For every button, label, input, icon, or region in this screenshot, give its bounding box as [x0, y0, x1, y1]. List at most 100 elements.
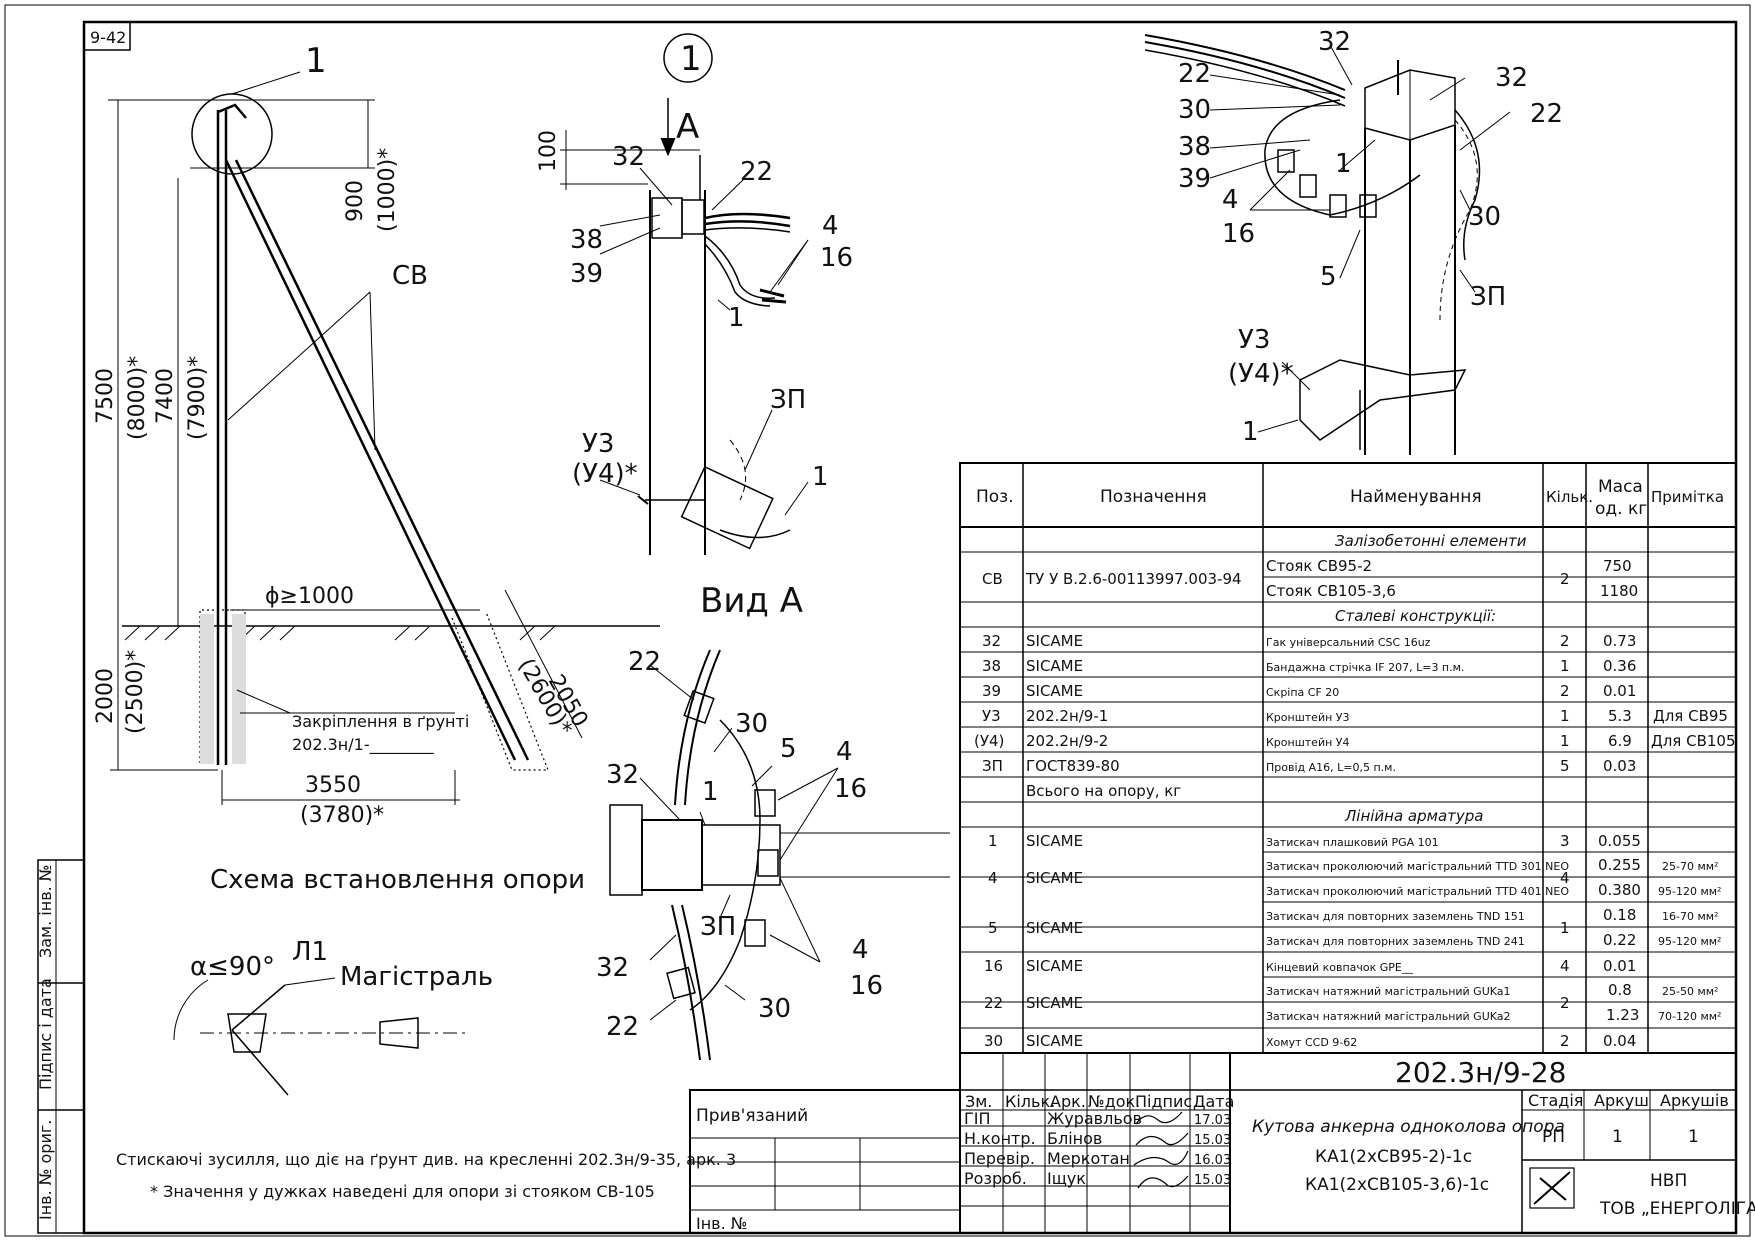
th-qty: Кільк.	[1546, 488, 1593, 506]
r3p-designation: ГОСТ839-80	[1026, 757, 1120, 775]
r5-mass-1: 0.18	[1603, 906, 1636, 924]
d1-dim-100: 100	[536, 130, 561, 172]
r39-qty: 2	[1560, 682, 1570, 700]
r5-pos: 5	[988, 919, 998, 937]
r1-pos: 1	[988, 832, 998, 850]
r4-note-1: 25-70 мм²	[1662, 860, 1718, 873]
r22-note-1: 25-50 мм²	[1662, 985, 1718, 998]
r1-name: Затискач плашковий PGA 101	[1266, 836, 1439, 849]
inv-no-label: Інв. №	[696, 1214, 747, 1233]
sheet-code-box	[83, 21, 131, 51]
iso-label-u3: У3	[1238, 325, 1270, 355]
th-note: Примітка	[1651, 488, 1724, 506]
name-3: Іщук	[1047, 1169, 1086, 1188]
r38-designation: SICAME	[1026, 657, 1083, 675]
r30-mass: 0.04	[1603, 1032, 1636, 1050]
d1-label-u3: У3	[582, 429, 614, 459]
th-name: Найменування	[1350, 487, 1482, 507]
r4-pos: 4	[988, 869, 998, 887]
dim-7500: 7500	[93, 368, 118, 424]
stamp-pidpys: Підпис і дата	[36, 978, 55, 1090]
dim-3550: 3550	[305, 773, 361, 798]
th-designation: Позначення	[1100, 487, 1207, 507]
iso-label-32a: 32	[1318, 27, 1351, 57]
ground-line-1: Закріплення в ґрунті	[292, 712, 469, 731]
desc-3: КА1(2хСВ105-3,6)-1с	[1305, 1175, 1489, 1195]
th-pos: Поз.	[976, 487, 1014, 507]
name-1: Блінов	[1047, 1129, 1102, 1148]
d1-label-1a: 1	[728, 303, 745, 333]
r4-designation: SICAME	[1026, 869, 1083, 887]
r5-designation: SICAME	[1026, 919, 1083, 937]
ru4-pos: (У4)	[974, 732, 1004, 750]
detail-1	[560, 33, 809, 555]
dim-2500: (2500)*	[123, 650, 148, 734]
r16-name: Кінцевий ковпачок GPE__	[1266, 961, 1413, 974]
total-designation: Всього на опору, кг	[1026, 782, 1181, 800]
section-steel: Сталеві конструкції:	[1335, 607, 1496, 625]
r32-mass: 0.73	[1603, 632, 1636, 650]
ru4-designation: 202.2н/9-2	[1026, 732, 1108, 750]
view-arrow-label: А	[676, 107, 699, 147]
r39-designation: SICAME	[1026, 682, 1083, 700]
ru3-note: Для СВ95	[1653, 707, 1728, 725]
r30-pos: 30	[984, 1032, 1003, 1050]
va-label-5: 5	[780, 734, 797, 764]
ru4-name: Кронштейн У4	[1266, 736, 1350, 749]
tied-label: Прив'язаний	[696, 1106, 808, 1126]
dim-900: 900	[343, 180, 368, 222]
dim-2000: 2000	[93, 668, 118, 724]
va-label-4b: 4	[852, 935, 869, 965]
r32-designation: SICAME	[1026, 632, 1083, 650]
view-a-drawing	[609, 649, 950, 1061]
r39-pos: 39	[982, 682, 1001, 700]
ru3-qty: 1	[1560, 707, 1570, 725]
r4-name-2: Затискач проколюючий магістральний TTD 4…	[1266, 885, 1569, 898]
iso-label-32b: 32	[1495, 63, 1528, 93]
sv-qty: 2	[1560, 570, 1570, 588]
plan-main-line: Магістраль	[340, 962, 493, 992]
company-logo-icon	[1529, 1167, 1575, 1209]
r22-name-1: Затискач натяжний магістральний GUKa1	[1266, 985, 1511, 998]
r1-mass: 0.055	[1598, 832, 1641, 850]
ru3-mass: 5.3	[1608, 707, 1632, 725]
r3p-pos: ЗП	[982, 757, 1003, 775]
d1-label-4: 4	[822, 211, 839, 241]
date-3: 15.03	[1194, 1173, 1231, 1188]
va-label-4a: 4	[836, 737, 853, 767]
stage-value: РП	[1542, 1127, 1565, 1147]
r4-mass-2: 0.380	[1598, 881, 1641, 899]
th-mass-1: Маса	[1598, 477, 1643, 497]
plan-sketch	[173, 977, 470, 1096]
detail-callout: 1	[680, 39, 702, 79]
r30-name: Хомут CCD 9-62	[1266, 1036, 1357, 1049]
role-3: Розроб.	[964, 1169, 1027, 1188]
iso-label-u4: (У4)*	[1228, 359, 1294, 389]
sv-pos: СВ	[982, 570, 1003, 588]
col-zm: Зм.	[965, 1092, 992, 1111]
r38-mass: 0.36	[1603, 657, 1636, 675]
sheet-header: Аркуш	[1594, 1091, 1649, 1110]
r38-name: Бандажна стрічка IF 207, L=3 п.м.	[1266, 661, 1464, 674]
d1-label-1b: 1	[812, 462, 829, 492]
iso-label-30b: 30	[1468, 202, 1501, 232]
sv-designation: ТУ У В.2.6-00113997.003-94	[1025, 570, 1242, 588]
r1-qty: 3	[1560, 832, 1570, 850]
name-0: Журавльов	[1047, 1109, 1142, 1128]
r22-qty: 2	[1560, 994, 1570, 1012]
col-ark: Арк.	[1050, 1092, 1086, 1111]
r22-mass-1: 0.8	[1608, 981, 1632, 999]
sv-mass-1: 750	[1603, 557, 1632, 575]
sheets-header: Аркушів	[1660, 1091, 1729, 1110]
d1-label-39: 39	[570, 259, 603, 289]
r16-designation: SICAME	[1026, 957, 1083, 975]
installation-scheme	[108, 71, 660, 805]
d1-label-3p: ЗП	[770, 385, 806, 415]
col-kilk: Кільк.	[1005, 1092, 1055, 1111]
col-pidpys: Підпис	[1135, 1092, 1192, 1111]
iso-label-22a: 22	[1178, 59, 1211, 89]
dim-7900: (7900)*	[185, 356, 210, 440]
company-line-1: НВП	[1650, 1171, 1687, 1191]
d1-label-38: 38	[570, 225, 603, 255]
